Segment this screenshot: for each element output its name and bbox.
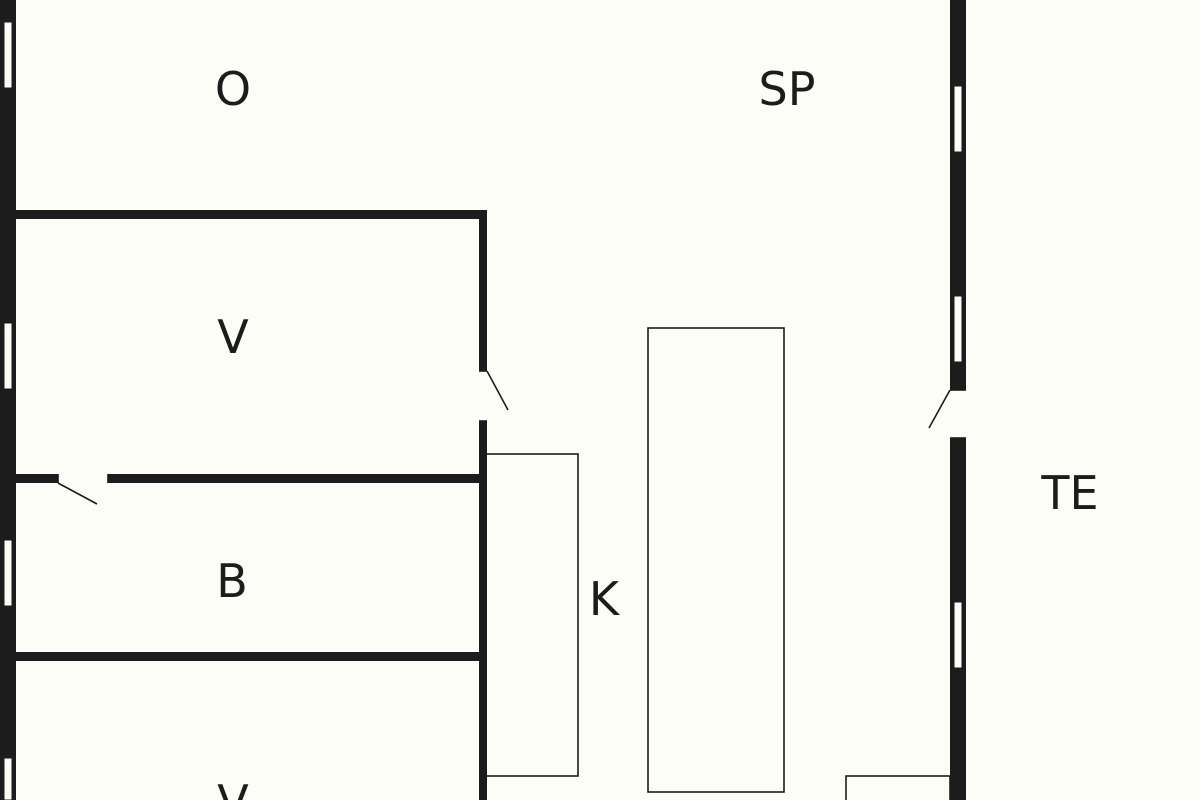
- room-labels: O SP V B K TE V: [215, 62, 1099, 800]
- bathroom-door-leaf: [57, 482, 98, 505]
- bedroom-east-wall: [479, 210, 487, 800]
- room-label-sp: SP: [759, 62, 816, 116]
- room-label-v: V: [217, 310, 249, 364]
- bedroom-top-wall: [10, 210, 487, 219]
- window: [953, 295, 963, 363]
- terrace-door-gap: [948, 390, 968, 438]
- room-label-o: O: [215, 62, 251, 116]
- room-label-v-lower: V: [217, 775, 249, 800]
- room-label-b: B: [216, 554, 248, 608]
- bath-bedroom-divider-wall: [10, 652, 485, 661]
- kitchen-island: [647, 327, 785, 793]
- window: [3, 322, 13, 390]
- room-label-k: K: [589, 572, 621, 626]
- window: [3, 21, 13, 89]
- bedroom-door-gap: [477, 371, 489, 421]
- bedroom-door-leaf: [486, 370, 509, 411]
- kitchen-counter: [485, 453, 579, 777]
- window: [3, 539, 13, 607]
- sideboard: [845, 775, 951, 800]
- room-label-te: TE: [1040, 466, 1098, 520]
- window: [953, 601, 963, 669]
- window: [953, 85, 963, 153]
- west-exterior-wall: [0, 0, 16, 800]
- terrace-door-leaf: [928, 389, 951, 429]
- doors: [57, 370, 968, 505]
- window: [3, 757, 13, 800]
- windows: [3, 21, 963, 800]
- bathroom-door-gap: [58, 472, 108, 485]
- bedroom-bath-divider-wall: [10, 474, 485, 483]
- fixtures: [485, 327, 951, 800]
